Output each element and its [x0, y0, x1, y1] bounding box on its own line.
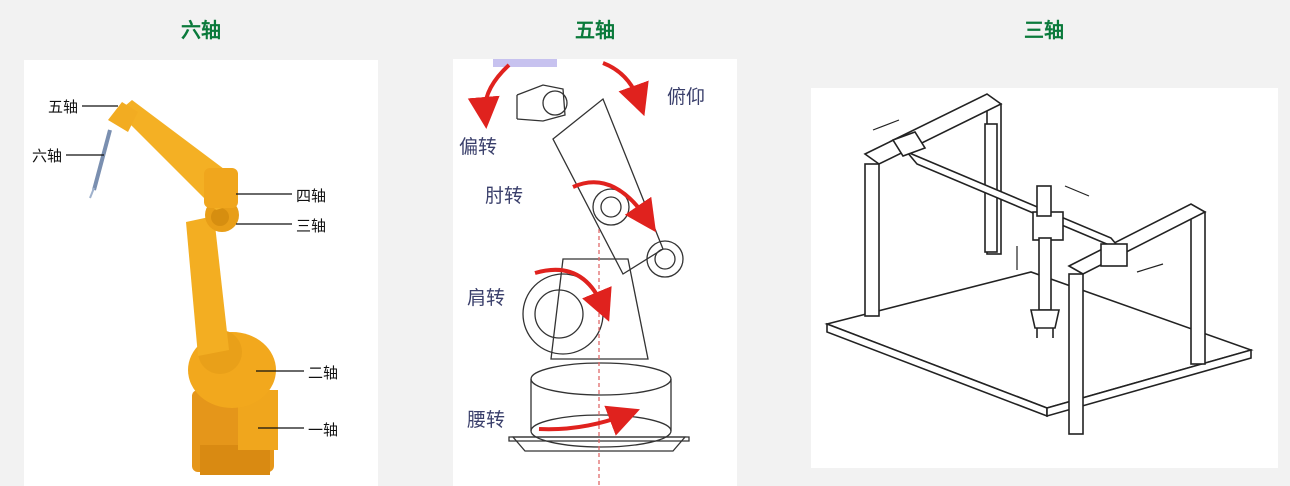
- axis1-label: 一轴: [308, 419, 338, 440]
- six-axis-title: 六轴: [141, 14, 261, 43]
- shoulder-label: 肩转: [467, 283, 505, 310]
- six-axis-robot-panel: 五轴 六轴 四轴 三轴 二轴 一轴: [24, 60, 378, 486]
- pitch-label: 俯仰: [667, 82, 705, 109]
- waist-label: 腰转: [467, 405, 505, 432]
- axis6-label: 六轴: [32, 145, 62, 166]
- axis4-label: 四轴: [296, 185, 326, 206]
- three-axis-title: 三轴: [984, 14, 1104, 43]
- five-axis-robot-panel: 俯仰 偏转 肘转 肩转 腰转: [453, 59, 737, 486]
- five-axis-title: 五轴: [535, 14, 655, 43]
- elbow-label: 肘转: [485, 181, 523, 208]
- yaw-label: 偏转: [459, 132, 497, 159]
- axis5-label: 五轴: [48, 96, 78, 117]
- axis2-label: 二轴: [308, 362, 338, 383]
- axis3-label: 三轴: [296, 215, 326, 236]
- three-axis-gantry-illustration: [811, 88, 1278, 468]
- three-axis-gantry-panel: [811, 88, 1278, 468]
